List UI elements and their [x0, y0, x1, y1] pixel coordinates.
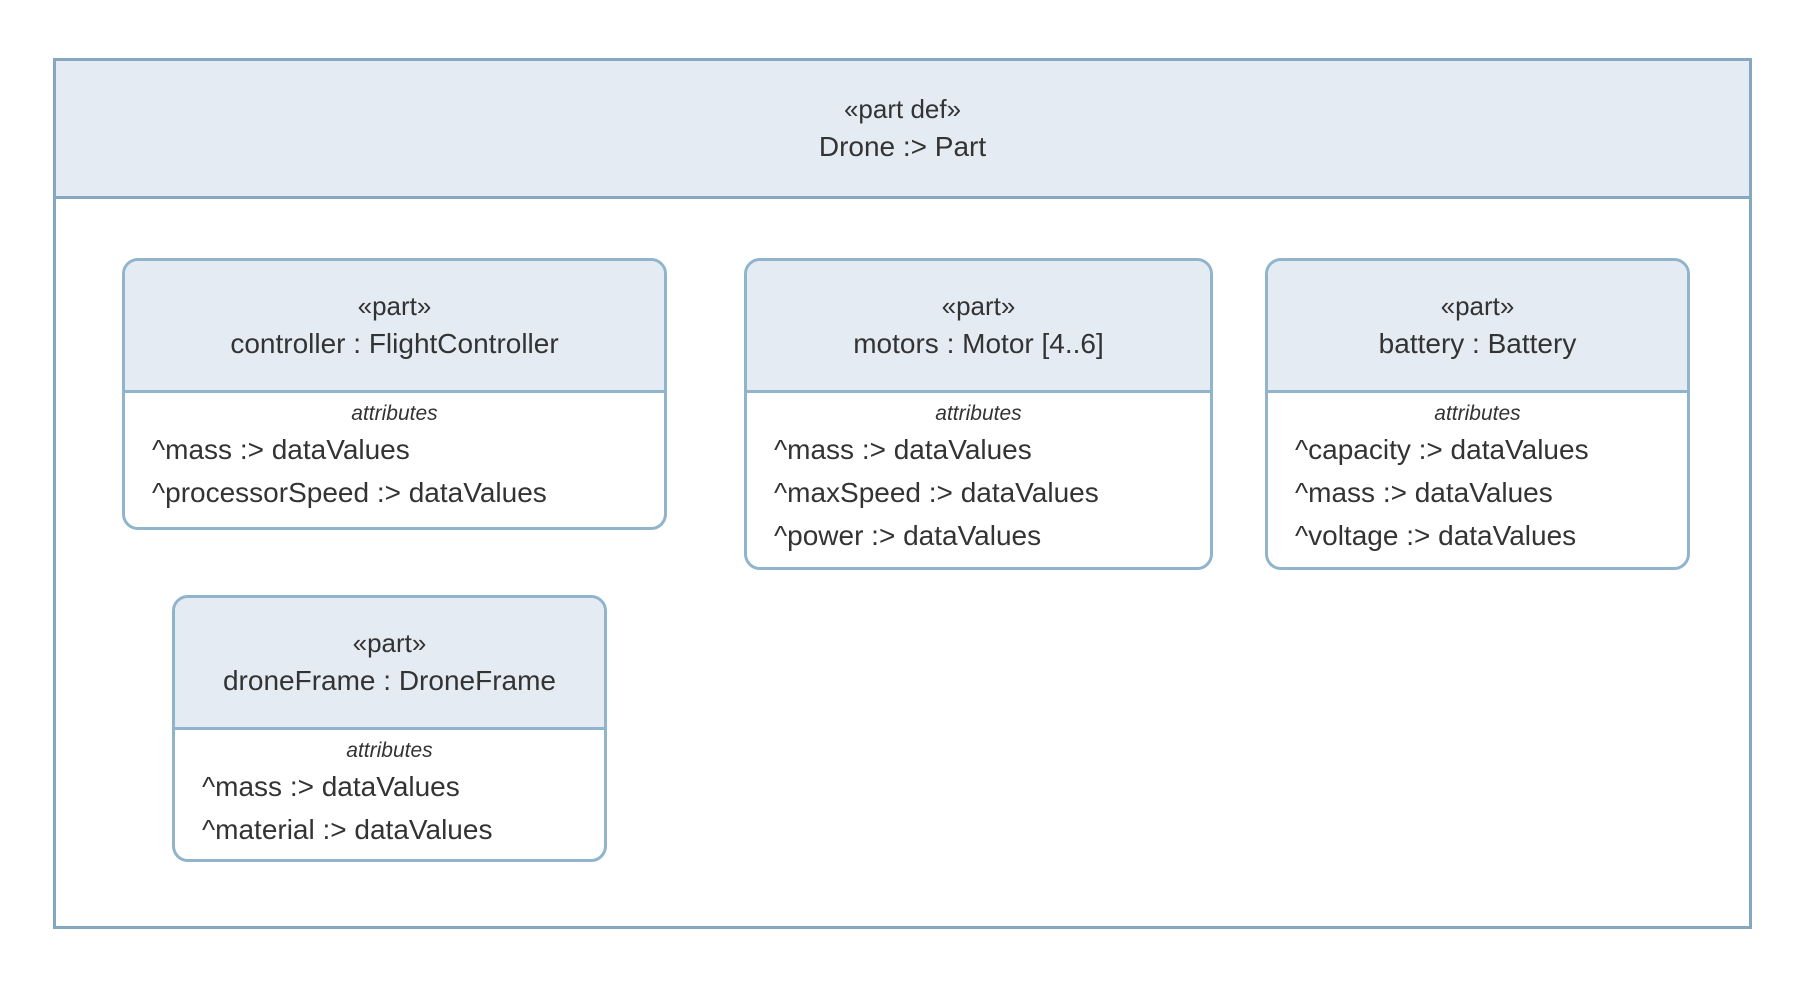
attribute-line: ^processorSpeed :> dataValues	[152, 477, 547, 508]
part-card-header[interactable]: «part» droneFrame : DroneFrame	[175, 598, 604, 730]
attribute-line: ^capacity :> dataValues	[1295, 434, 1589, 465]
part-card-controller[interactable]: «part» controller : FlightController att…	[122, 258, 667, 530]
part-card-battery[interactable]: «part» battery : Battery attributes ^cap…	[1265, 258, 1690, 570]
attribute-line: ^maxSpeed :> dataValues	[774, 477, 1099, 508]
part-card-droneframe[interactable]: «part» droneFrame : DroneFrame attribute…	[172, 595, 607, 862]
attribute-line: ^material :> dataValues	[202, 814, 493, 845]
attribute-line: ^mass :> dataValues	[202, 771, 460, 802]
attribute-line: ^mass :> dataValues	[774, 434, 1032, 465]
part-name: droneFrame : DroneFrame	[222, 665, 556, 696]
part-card-header[interactable]: «part» battery : Battery	[1268, 261, 1687, 393]
attributes-compartment-label: attributes	[1434, 402, 1521, 425]
part-def-stereotype: «part def»	[843, 94, 962, 124]
attributes-compartment: attributes ^mass :> dataValues ^maxSpeed…	[747, 393, 1210, 557]
part-stereotype: «part»	[352, 628, 427, 658]
part-name: controller : FlightController	[230, 328, 559, 359]
attributes-compartment-label: attributes	[935, 402, 1022, 425]
part-card-header[interactable]: «part» motors : Motor [4..6]	[747, 261, 1210, 393]
part-card-header[interactable]: «part» controller : FlightController	[125, 261, 664, 393]
attributes-compartment-label: attributes	[351, 402, 438, 425]
part-def-name: Drone :> Part	[818, 131, 987, 162]
part-stereotype: «part»	[357, 291, 432, 321]
attribute-line: ^voltage :> dataValues	[1295, 520, 1577, 551]
part-stereotype: «part»	[941, 291, 1016, 321]
attributes-compartment: attributes ^capacity :> dataValues ^mass…	[1268, 393, 1687, 557]
attribute-line: ^mass :> dataValues	[152, 434, 410, 465]
part-def-header[interactable]: «part def» Drone :> Part	[56, 61, 1749, 199]
attribute-line: ^power :> dataValues	[774, 520, 1042, 551]
attributes-compartment: attributes ^mass :> dataValues ^material…	[175, 730, 604, 851]
part-name: battery : Battery	[1378, 328, 1577, 359]
attributes-compartment: attributes ^mass :> dataValues ^processo…	[125, 393, 664, 514]
part-stereotype: «part»	[1440, 291, 1515, 321]
part-card-motors[interactable]: «part» motors : Motor [4..6] attributes …	[744, 258, 1213, 570]
part-name: motors : Motor [4..6]	[853, 328, 1104, 359]
attributes-compartment-label: attributes	[346, 739, 433, 762]
attribute-line: ^mass :> dataValues	[1295, 477, 1553, 508]
